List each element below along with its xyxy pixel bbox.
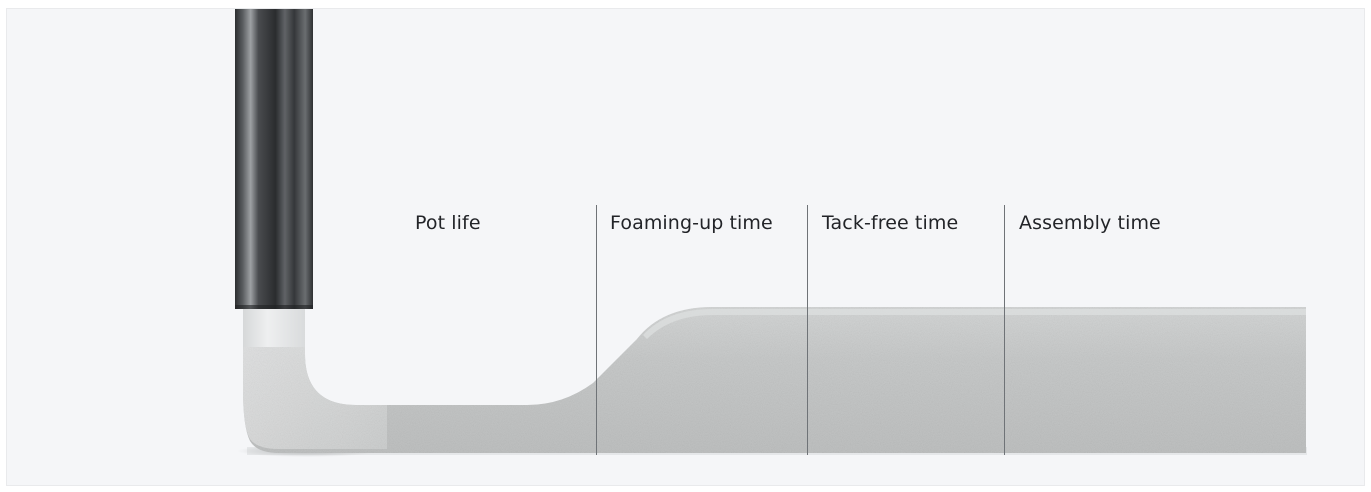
- divider-1: [596, 205, 597, 455]
- nozzle-edge: [235, 305, 313, 309]
- nozzle-cap: [243, 307, 305, 347]
- divider-2: [807, 205, 808, 455]
- stage-label-foaming-up-time: Foaming-up time: [610, 212, 773, 234]
- nozzle-metal: [235, 9, 313, 309]
- foam-dispensing-illustration: [7, 9, 1365, 486]
- stage-label-pot-life: Pot life: [415, 212, 481, 234]
- stage-label-tack-free-time: Tack-free time: [822, 212, 958, 234]
- stage-label-assembly-time: Assembly time: [1019, 212, 1161, 234]
- illustration-panel: Pot life Foaming-up time Tack-free time …: [6, 8, 1365, 486]
- foam-bead: [243, 307, 1306, 453]
- divider-3: [1004, 205, 1005, 455]
